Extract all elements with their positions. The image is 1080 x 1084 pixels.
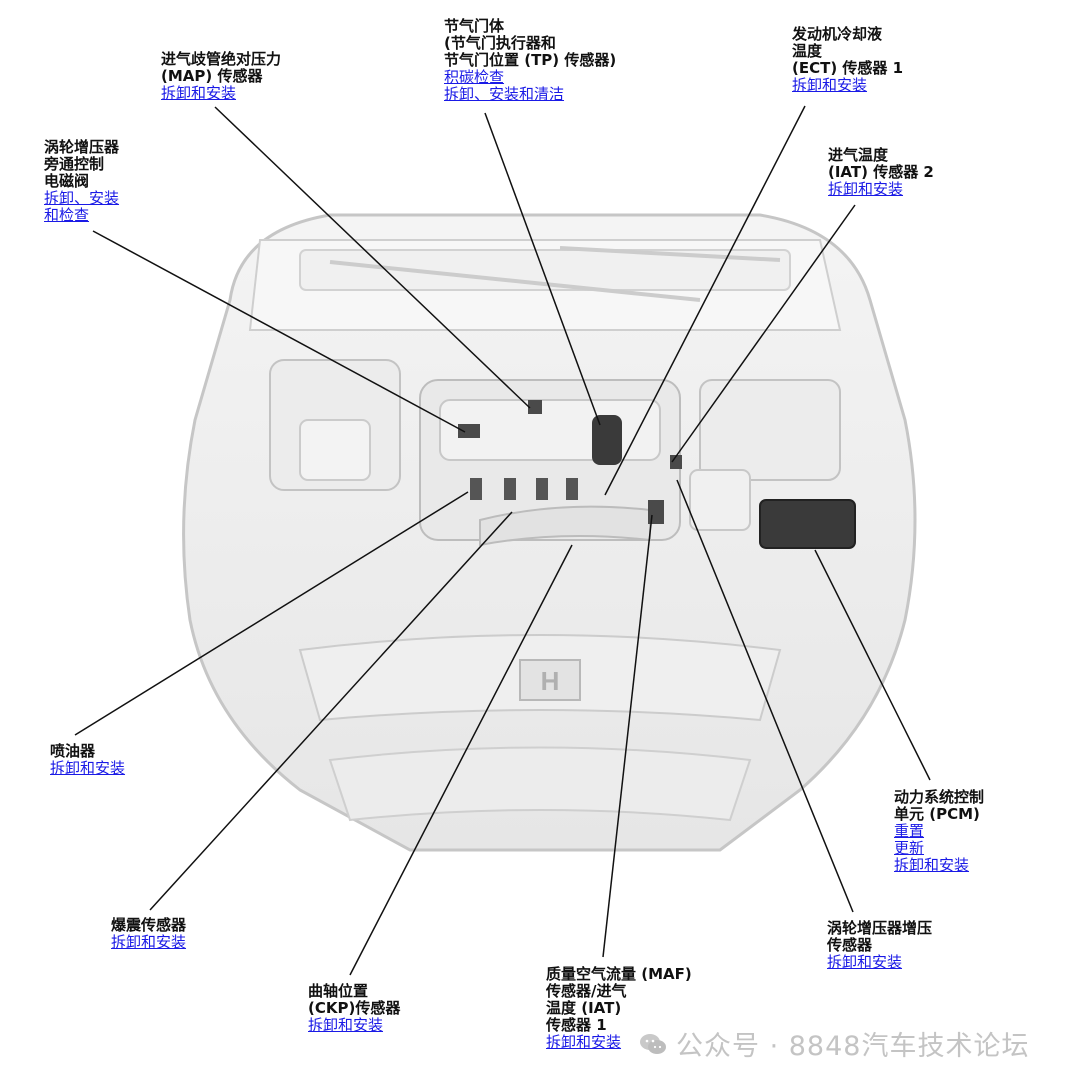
callout-map-sensor-title: 进气歧管绝对压力 (MAP) 传感器 bbox=[161, 50, 282, 85]
wechat-icon bbox=[640, 1033, 666, 1054]
map-remove-install-link[interactable]: 拆卸和安装 bbox=[161, 84, 237, 102]
wiper-arm bbox=[329, 260, 701, 302]
callout-maf-sensor-title: 质量空气流量 (MAF) 传感器/进气 温度 (IAT) 传感器 1 bbox=[546, 965, 692, 1034]
callout-iat2-sensor: 进气温度 (IAT) 传感器 2 拆卸和安装 bbox=[828, 147, 934, 198]
watermark: 公众号 · 8848汽车技术论坛 bbox=[638, 1024, 1029, 1063]
callout-injector: 喷油器 拆卸和安装 bbox=[50, 743, 125, 777]
callout-turbo-bypass-solenoid: 涡轮增压器 旁通控制 电磁阀 拆卸、安装 和检查 bbox=[44, 139, 119, 224]
pcm-unit bbox=[759, 499, 856, 549]
map-sensor-part bbox=[528, 400, 542, 414]
iat2-sensor-part bbox=[670, 455, 682, 469]
callout-boost-sensor: 涡轮增压器增压 传感器 拆卸和安装 bbox=[827, 920, 932, 971]
iat2-remove-install-link[interactable]: 拆卸和安装 bbox=[828, 180, 904, 198]
callout-ect-sensor-title: 发动机冷却液 温度 (ECT) 传感器 1 bbox=[792, 25, 904, 77]
callout-throttle-body: 节气门体 (节气门执行器和 节气门位置 (TP) 传感器) 积碳检查 拆卸、安装… bbox=[444, 18, 616, 103]
bypass-remove-install-link[interactable]: 拆卸、安装 bbox=[44, 189, 120, 207]
callout-ect-sensor: 发动机冷却液 温度 (ECT) 传感器 1 拆卸和安装 bbox=[792, 26, 903, 94]
injector-part-4 bbox=[566, 478, 578, 500]
watermark-text: 公众号 · 8848汽车技术论坛 bbox=[676, 1031, 1030, 1062]
leader-line-turbo-bypass bbox=[92, 230, 466, 433]
right-box bbox=[689, 469, 751, 531]
callout-iat2-sensor-title: 进气温度 (IAT) 传感器 2 bbox=[828, 146, 934, 181]
logo-plate bbox=[519, 659, 581, 701]
callout-boost-sensor-title: 涡轮增压器增压 传感器 bbox=[827, 919, 933, 954]
callout-pcm: 动力系统控制 单元 (PCM) 重置 更新 拆卸和安装 bbox=[894, 789, 984, 874]
callout-ckp-sensor-title: 曲轴位置 (CKP)传感器 bbox=[308, 982, 401, 1017]
leader-line-ckp bbox=[349, 544, 573, 976]
cowl-panel bbox=[299, 249, 791, 291]
maf-remove-install-link[interactable]: 拆卸和安装 bbox=[546, 1033, 622, 1051]
throttle-body-part bbox=[592, 415, 622, 465]
boost-remove-install-link[interactable]: 拆卸和安装 bbox=[827, 953, 903, 971]
leader-line-maf bbox=[602, 514, 653, 958]
wiper-arm-right bbox=[559, 246, 781, 262]
ckp-remove-install-link[interactable]: 拆卸和安装 bbox=[308, 1016, 384, 1034]
callout-turbo-bypass-title: 涡轮增压器 旁通控制 电磁阀 bbox=[44, 138, 120, 190]
brand-emblem: H bbox=[541, 666, 560, 696]
knock-remove-install-link[interactable]: 拆卸和安装 bbox=[111, 933, 187, 951]
callout-ckp-sensor: 曲轴位置 (CKP)传感器 拆卸和安装 bbox=[308, 983, 400, 1034]
leader-line-throttle-body bbox=[484, 112, 601, 426]
pcm-reset-link[interactable]: 重置 bbox=[894, 822, 925, 840]
callout-throttle-body-title: 节气门体 (节气门执行器和 节气门位置 (TP) 传感器) bbox=[444, 17, 617, 69]
ect-remove-install-link[interactable]: 拆卸和安装 bbox=[792, 76, 868, 94]
pcm-update-link[interactable]: 更新 bbox=[894, 839, 925, 857]
leader-line-pcm bbox=[814, 549, 931, 781]
intake-pipe bbox=[479, 505, 651, 547]
leader-line-injector bbox=[74, 491, 469, 736]
leader-line-iat2 bbox=[671, 204, 856, 463]
pcm-remove-install-link[interactable]: 拆卸和安装 bbox=[894, 856, 970, 874]
callout-injector-title: 喷油器 bbox=[50, 742, 96, 760]
leader-line-ect bbox=[604, 105, 806, 496]
injector-part bbox=[470, 478, 482, 500]
leader-line-boost bbox=[676, 479, 854, 913]
callout-map-sensor: 进气歧管绝对压力 (MAP) 传感器 拆卸和安装 bbox=[161, 51, 281, 102]
callout-knock-sensor: 爆震传感器 拆卸和安装 bbox=[111, 917, 186, 951]
injector-remove-install-link[interactable]: 拆卸和安装 bbox=[50, 759, 126, 777]
battery bbox=[299, 419, 371, 481]
bypass-inspect-link[interactable]: 和检查 bbox=[44, 206, 90, 224]
injector-part-3 bbox=[536, 478, 548, 500]
callout-pcm-title: 动力系统控制 单元 (PCM) bbox=[894, 788, 985, 823]
fuse-box bbox=[699, 379, 841, 481]
callout-knock-sensor-title: 爆震传感器 bbox=[111, 916, 187, 934]
leader-line-map bbox=[214, 106, 531, 409]
callout-maf-sensor: 质量空气流量 (MAF) 传感器/进气 温度 (IAT) 传感器 1 拆卸和安装 bbox=[546, 966, 692, 1051]
injector-part-2 bbox=[504, 478, 516, 500]
throttle-remove-install-clean-link[interactable]: 拆卸、安装和清洁 bbox=[444, 85, 565, 103]
bypass-solenoid-part bbox=[458, 424, 480, 438]
leader-line-knock bbox=[149, 511, 513, 911]
throttle-carbon-check-link[interactable]: 积碳检查 bbox=[444, 68, 505, 86]
